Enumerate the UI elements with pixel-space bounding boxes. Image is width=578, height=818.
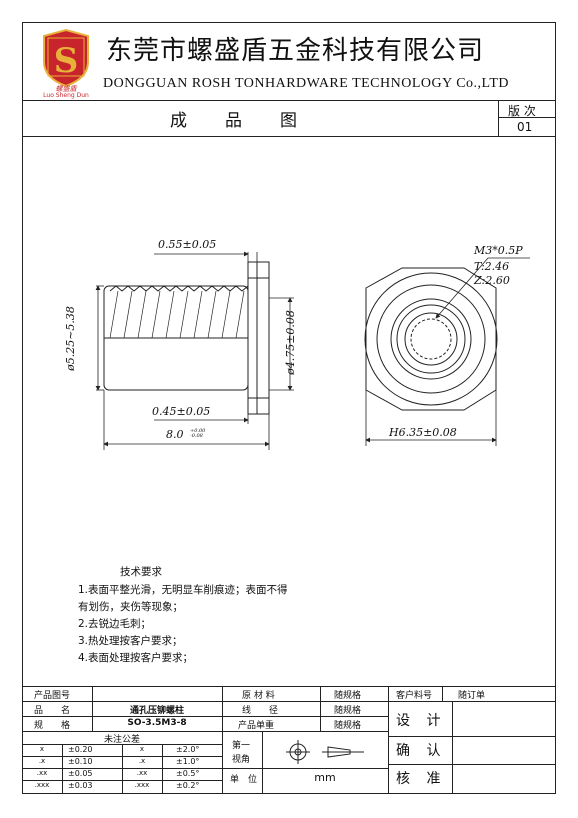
material-value: 随规格 <box>334 691 362 701</box>
top-view <box>364 267 498 411</box>
side-view <box>103 261 270 415</box>
customer-no-label: 客户料号 <box>396 691 433 701</box>
tol-lin-key: .x <box>38 757 46 765</box>
weight-label: 产品单重 <box>238 721 275 731</box>
requirement-4: 4.表面处理按客户要求； <box>78 652 194 664</box>
tol-lin-val: ±0.03 <box>68 781 93 790</box>
tol-ang-val: ±1.0° <box>176 757 200 766</box>
logo-letter: S <box>54 41 79 81</box>
projection-label-1: 第一 <box>232 741 251 751</box>
tol-lin-key: x <box>39 745 45 753</box>
document-title: 成品图 <box>170 111 335 131</box>
version-inner-divider <box>498 117 556 118</box>
dim-flange-thickness: 0.55±0.05 <box>158 238 217 251</box>
dim-total-length: 8.0 <box>166 428 184 441</box>
version-label: 版 次 <box>508 104 536 118</box>
tol-ang-key: .xxx <box>134 781 150 789</box>
version-value: 01 <box>517 120 533 134</box>
company-name-cn: 东莞市螺盛盾五金科技有限公司 <box>106 36 485 66</box>
material-label: 原 材 料 <box>242 691 275 701</box>
requirement-1: 1.表面平整光滑，无明显车削痕迹；表面不得 <box>78 584 288 596</box>
tol-ang-val: ±2.0° <box>176 745 200 754</box>
spec-value: SO-3.5M3-8 <box>127 718 187 728</box>
confirm-label: 确 认 <box>396 743 447 759</box>
requirement-2: 2.去锐边毛刺； <box>78 618 152 630</box>
tol-lin-val: ±0.05 <box>68 769 93 778</box>
company-logo: S 螺盛盾 Luo Sheng Dun <box>34 28 98 100</box>
top-view-dimensions <box>365 257 530 446</box>
thread-spec: M3*0.5P <box>474 244 523 257</box>
side-view-dimensions <box>95 251 294 450</box>
version-divider <box>498 100 499 136</box>
tol-ang-key: .x <box>138 757 146 765</box>
tol-lin-val: ±0.10 <box>68 757 93 766</box>
tol-ang-key: .xx <box>136 769 148 777</box>
tol-ang-key: x <box>139 745 145 753</box>
design-label: 设 计 <box>396 713 447 729</box>
thread-t: T:2.46 <box>474 260 510 273</box>
wire-label: 线 径 <box>242 706 279 716</box>
dim-thread-diameter: ø5.25~5.38 <box>63 306 77 371</box>
check-label: 核 准 <box>396 771 447 787</box>
company-name-en: DONGGUAN ROSH TONHARDWARE TECHNOLOGY Co.… <box>103 76 509 91</box>
requirements-heading: 技术要求 <box>120 566 162 578</box>
tol-ang-val: ±0.2° <box>176 781 200 790</box>
title-divider <box>22 136 556 137</box>
header-divider <box>22 100 556 101</box>
logo-cn-name: 螺盛盾 <box>55 85 77 93</box>
tol-lin-key: .xx <box>36 769 48 777</box>
unit-value: mm <box>314 771 336 784</box>
customer-no-value: 随订单 <box>458 691 486 701</box>
unit-label: 单 位 <box>230 775 258 785</box>
spec-label: 规 格 <box>34 721 71 731</box>
dim-total-length-tol: +0.00 -0.08 <box>190 428 206 439</box>
drawing-frame <box>22 22 556 794</box>
dim-head-length: 0.45±0.05 <box>152 405 211 418</box>
requirement-1-cont: 有划伤，夹伤等现象； <box>78 601 183 613</box>
wire-value: 随规格 <box>334 706 362 716</box>
dim-hex-width: H6.35±0.08 <box>389 426 457 439</box>
dim-shank-diameter: ø4.75±0.08 <box>283 310 297 375</box>
logo-pinyin: Luo Sheng Dun <box>43 92 89 99</box>
tol-lin-val: ±0.20 <box>68 745 93 754</box>
logo-emblem: S <box>43 28 89 88</box>
tol-lin-key: .xxx <box>34 781 50 789</box>
tol-ang-val: ±0.5° <box>176 769 200 778</box>
tolerance-label: 未注公差 <box>103 735 140 745</box>
first-angle-projection-icon <box>286 740 364 764</box>
product-name-value: 通孔压铆螺柱 <box>129 706 184 716</box>
thread-z: Z:2.60 <box>474 274 510 287</box>
requirement-3: 3.热处理按客户要求； <box>78 635 183 647</box>
projection-label-2: 视角 <box>232 755 251 765</box>
weight-value: 随规格 <box>334 721 362 731</box>
part-number-label: 产品图号 <box>34 691 71 701</box>
product-name-label: 品 名 <box>34 706 71 716</box>
